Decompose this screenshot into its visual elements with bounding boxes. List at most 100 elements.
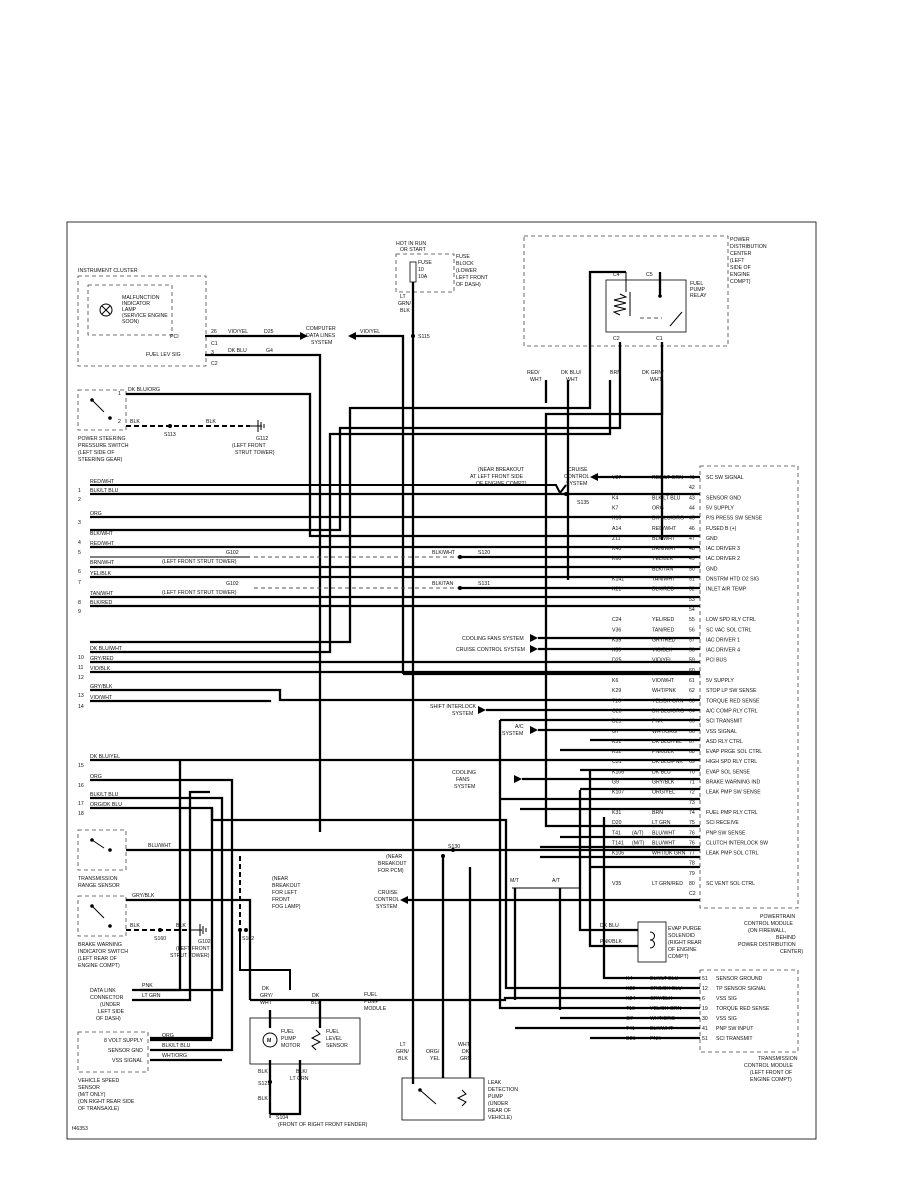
pcm-pin-number: 76 — [689, 830, 695, 836]
pcm-circuit: K40 — [612, 546, 621, 552]
ps-1: PRESSURE SWITCH — [78, 443, 129, 449]
wire-blk-bw: BLK — [130, 923, 140, 929]
tcm-function: VSS SIG — [716, 1016, 737, 1022]
left-wire-color: GRY/RED — [90, 656, 114, 662]
pcm-color: TAN/RED — [652, 627, 675, 633]
mt-label: M/T — [510, 878, 520, 884]
left-wire-number: 3 — [78, 520, 81, 526]
pcm-pin-row: 53 — [689, 597, 695, 603]
fuel-pump-relay — [605, 279, 687, 333]
left-wire-color: DK BLU/YEL — [90, 754, 120, 760]
ldp-w-1b: YEL — [430, 1056, 440, 1062]
vss-4: OF TRANSAXLE) — [78, 1106, 119, 1112]
pcm-circuit: Z11 — [612, 536, 621, 542]
pcm-pin-number: 41 — [689, 475, 695, 481]
tcm-function: SENSOR GROUND — [716, 976, 763, 982]
pcm-function: HIGH SPD RLY CTRL — [706, 759, 757, 765]
cc-bot-0: CRUISE — [378, 890, 398, 896]
tcm-3: ENGINE COMPT) — [750, 1077, 792, 1083]
cdl-1: DATA LINES — [306, 333, 336, 339]
left-wire-number: 14 — [78, 704, 84, 710]
left-wire-color: GRY/BLK — [90, 684, 113, 690]
pcm-color: TAN/WHT — [652, 577, 676, 583]
pcm-function: P/S PRESS SW SENSE — [706, 516, 763, 522]
pcm-circuit: K10 — [612, 516, 621, 522]
pcm-circuit: K141 — [612, 577, 624, 583]
level-sensor-icon — [310, 1029, 322, 1051]
pcm-pin-number: 68 — [689, 749, 695, 755]
tcm-1: CONTROL MODULE — [744, 1063, 793, 1069]
nb-fog-1: BREAKOUT — [272, 883, 301, 889]
pcm-circuit: K7 — [612, 505, 618, 511]
splice-s130: S130 — [448, 844, 460, 850]
tcm-0: TRANSMISSION — [758, 1056, 798, 1062]
bw-1: INDICATOR SWITCH — [78, 949, 128, 955]
pcm-pin-number: 47 — [689, 536, 695, 542]
pcm-circuit: T141 — [612, 840, 624, 846]
pcm-circuit: K59 — [612, 648, 621, 654]
left-wire-number: 18 — [78, 811, 84, 817]
splice-s121: S121 — [258, 1081, 270, 1087]
splice-s115: S115 — [418, 334, 430, 340]
diagram-frame — [66, 221, 817, 1140]
pcm-circuit: K6 — [612, 678, 618, 684]
fuse-block-4: OF DASH) — [456, 282, 481, 288]
pcm-pin-number: 65 — [689, 719, 695, 725]
pcm-pin-number: 73 — [689, 800, 695, 806]
pcm-function: GND — [706, 536, 718, 542]
relay-wire-2a: BRN — [610, 370, 621, 376]
wire-gry-blk: GRY/BLK — [132, 893, 155, 899]
pdc-2: CENTER — [730, 251, 752, 257]
pcm-pin-number: 42 — [689, 485, 695, 491]
ps-pin-1: 1 — [118, 391, 121, 397]
fuse-0: FUSE — [418, 260, 432, 266]
cc-top-0: CRUISE — [568, 467, 588, 473]
pcm-pin-number: 59 — [689, 658, 695, 664]
pcm-circuit: T16 — [612, 698, 621, 704]
lt-grn-blk-1: GRN/ — [398, 301, 412, 307]
left-wire-number: 9 — [78, 609, 81, 615]
vss-pin-0: 8 VOLT SUPPLY — [104, 1038, 143, 1044]
pcm-function: EVAP PRGE SOL CTRL — [706, 749, 762, 755]
wire-dk-blu: DK BLU — [228, 348, 247, 354]
left-wire-number: 5 — [78, 550, 81, 556]
pcm-circuit: K106 — [612, 851, 624, 857]
vss-1: SENSOR — [78, 1085, 100, 1091]
pcm-pin-number: 79 — [689, 871, 695, 877]
g102a-1: (LEFT FRONT STRUT TOWER) — [162, 559, 237, 565]
splice-s102: S102 — [242, 936, 254, 942]
splice-s160: S160 — [154, 936, 166, 942]
left-wire-number: 2 — [78, 497, 81, 503]
fuse-block-0: FUSE — [456, 254, 470, 260]
mil-label-3: (SERVICE ENGINE — [122, 313, 168, 319]
relay-wire-0b: WHT — [530, 377, 543, 383]
relay-wire-0a: RED/ — [527, 370, 540, 376]
pcm-function: SC VAC SOL CTRL — [706, 627, 752, 633]
pcm-color: GRY/RED — [652, 637, 676, 643]
pcm-function: GND — [706, 566, 718, 572]
cf-0: COOLING — [452, 770, 476, 776]
pcm-color: BLK/RED — [652, 587, 674, 593]
ground-g112-icon — [257, 420, 265, 432]
g112-2: STRUT TOWER) — [235, 450, 275, 456]
tcm-function: VSS SIG — [716, 996, 737, 1002]
fp-w-blk2: BLK — [258, 1096, 268, 1102]
pcm-pin-number: 78 — [689, 861, 695, 867]
ldp-5: VEHICLE) — [488, 1115, 512, 1121]
pcm-color: VIO/YEL — [652, 658, 672, 664]
nb-pcm-1: BREAKOUT — [378, 861, 407, 867]
wire-dk-blu-org-ps: DK BLU/ORG — [128, 387, 160, 393]
shift-1: SYSTEM — [452, 711, 473, 717]
pcm-pin-number: 63 — [689, 698, 695, 704]
pcm-color: LT GRN/RED — [652, 881, 683, 887]
pcm-function: PCI BUS — [706, 658, 727, 664]
cluster-pin-3: 3 — [211, 350, 214, 356]
pcm-color: BLK/TAN — [652, 566, 673, 572]
instrument-cluster-title: INSTRUMENT CLUSTER — [78, 268, 138, 274]
pcm-color: LT GRN — [652, 820, 671, 826]
